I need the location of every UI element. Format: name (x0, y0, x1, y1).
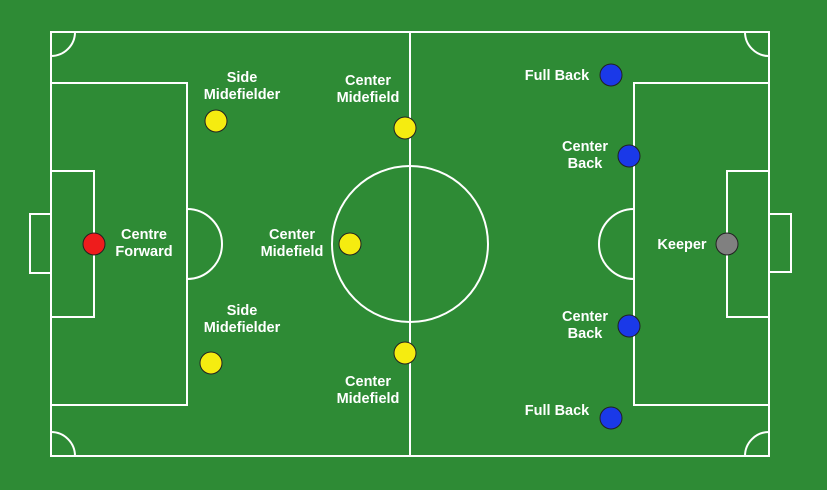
player-marker (338, 232, 362, 256)
player-keeper: Keeper (657, 232, 739, 256)
player-label: Full Back (525, 68, 590, 84)
corner-arc-bottom-left (50, 431, 76, 457)
player-label-line: Midefield (337, 90, 400, 106)
player-label-line: Side (227, 70, 258, 86)
player-label-line: Forward (115, 244, 172, 260)
player-marker (617, 144, 641, 168)
player-label-line: Midefielder (204, 87, 281, 103)
player-label-line: Back (568, 156, 604, 172)
player-marker (715, 232, 739, 256)
player-label: Full Back (525, 403, 590, 419)
left-goal (29, 213, 52, 274)
player-label-line: Center (562, 139, 608, 155)
player-label-line: Back (568, 326, 604, 342)
player-label-line: Center (345, 374, 391, 390)
corner-arc-top-right (744, 31, 770, 57)
player-full-back-top: Full Back (525, 63, 623, 87)
player-label-line: Centre (121, 227, 167, 243)
player-label-line: Center (562, 309, 608, 325)
player-marker (599, 63, 623, 87)
corner-arc-bottom-right (744, 431, 770, 457)
player-marker (393, 116, 417, 140)
player-label-line: Midefielder (204, 320, 281, 336)
player-marker (82, 232, 106, 256)
player-label-line: Midefield (261, 244, 324, 260)
centre-circle (331, 165, 489, 323)
player-marker (617, 314, 641, 338)
right-goal (768, 213, 792, 273)
player-label-line: Keeper (657, 237, 707, 253)
corner-arc-top-left (50, 31, 76, 57)
player-label-line: Center (345, 73, 391, 89)
player-label-line: Side (227, 303, 258, 319)
player-marker (204, 109, 228, 133)
player-label-line: Full Back (525, 403, 590, 419)
player-full-back-bottom: Full Back (525, 403, 623, 430)
player-marker (599, 406, 623, 430)
pitch-markings (29, 31, 792, 457)
player-label-line: Center (269, 227, 315, 243)
player-marker (393, 341, 417, 365)
player-label: Keeper (657, 237, 707, 253)
player-marker (199, 351, 223, 375)
right-penalty-arc (598, 208, 635, 280)
left-penalty-arc (186, 208, 223, 280)
player-label-line: Midefield (337, 391, 400, 407)
player-label-line: Full Back (525, 68, 590, 84)
